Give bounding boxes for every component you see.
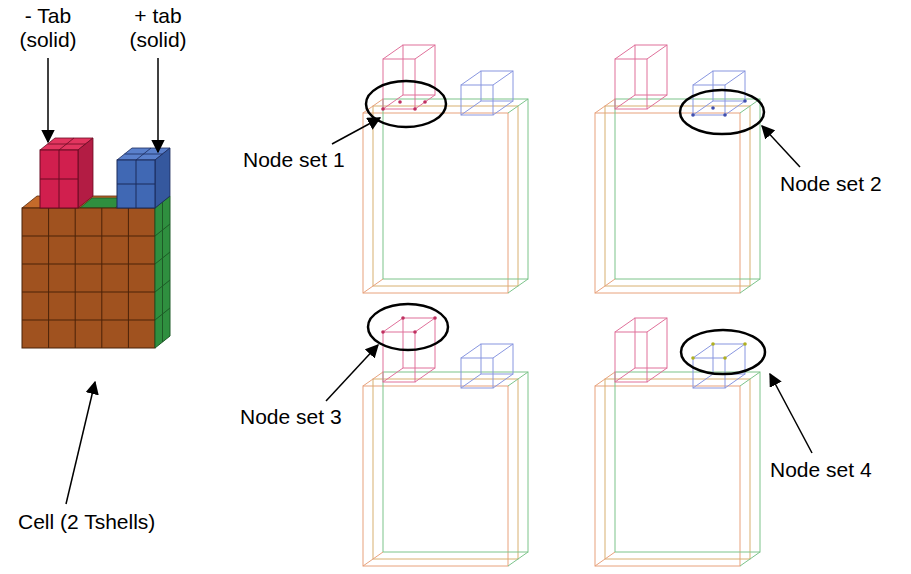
wireframe-view bbox=[595, 318, 760, 566]
node-set-label: Node set 2 bbox=[780, 172, 882, 196]
part-label: Cell (2 Tshells) bbox=[18, 510, 155, 534]
highlight-ellipse bbox=[366, 81, 765, 374]
tab-label: - Tab (solid) bbox=[8, 4, 88, 52]
cell-model bbox=[22, 138, 170, 348]
tab-label: + tab (solid) bbox=[118, 4, 198, 52]
wireframe-view bbox=[595, 45, 760, 293]
node-set-label: Node set 4 bbox=[770, 458, 872, 482]
wireframe-view bbox=[363, 45, 528, 293]
leader-arrow bbox=[48, 58, 812, 504]
node-set-label: Node set 3 bbox=[240, 405, 342, 429]
node-set-label: Node set 1 bbox=[243, 148, 345, 172]
node-dots bbox=[381, 99, 747, 360]
wireframe-view bbox=[363, 318, 528, 566]
